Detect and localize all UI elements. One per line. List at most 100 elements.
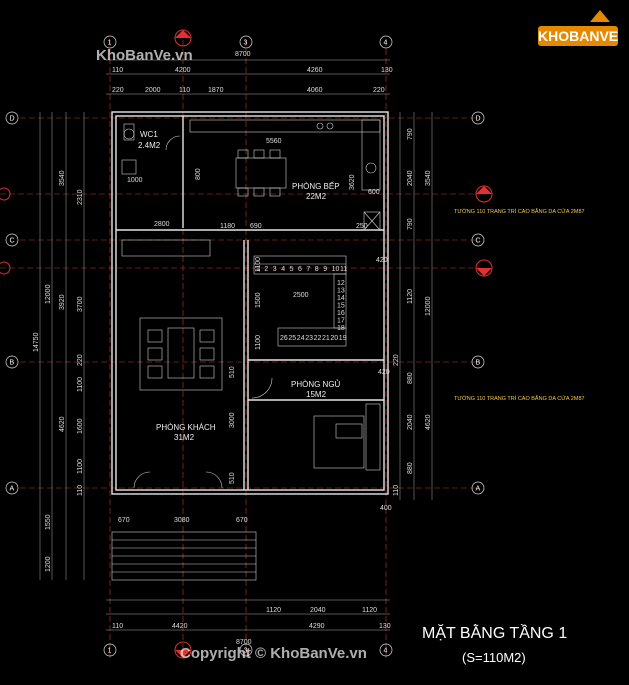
bedroom-bed — [313, 403, 381, 471]
section-marker-right-1 — [475, 185, 493, 203]
section-marker-top — [174, 29, 192, 47]
svg-text:1000: 1000 — [127, 177, 143, 184]
stair-step-6: 6 — [298, 266, 302, 273]
svg-text:2040: 2040 — [407, 170, 414, 186]
svg-text:1600: 1600 — [77, 418, 84, 434]
stair-step-19: 19 — [339, 335, 347, 342]
bedroom-door-swing — [251, 377, 273, 399]
svg-text:12000: 12000 — [45, 284, 52, 304]
svg-text:220: 220 — [393, 354, 400, 366]
svg-text:250: 250 — [356, 223, 368, 230]
axis-bubble-left-d: D — [5, 111, 19, 125]
stair-step-13: 13 — [337, 288, 345, 295]
svg-text:2040: 2040 — [407, 414, 414, 430]
stair-step-7: 7 — [306, 266, 310, 273]
porch-steps — [111, 531, 257, 581]
stair-step-17: 17 — [337, 318, 345, 325]
svg-text:3620: 3620 — [349, 174, 356, 190]
svg-text:14750: 14750 — [33, 332, 40, 352]
svg-text:420: 420 — [376, 257, 388, 264]
svg-text:4200: 4200 — [175, 67, 191, 74]
axis-bubble-right-c: C — [471, 233, 485, 247]
svg-text:670: 670 — [118, 517, 130, 524]
khobanve-logo: KHOBANVE — [538, 26, 619, 46]
svg-text:1: 1 — [108, 648, 112, 655]
wc-sink — [121, 159, 137, 175]
svg-text:220: 220 — [373, 87, 385, 94]
axis-bubble-top-4: 4 — [379, 35, 393, 49]
axis-bubble-right-b: B — [471, 355, 485, 369]
drawing-title: MẶT BẰNG TẦNG 1 — [422, 623, 567, 642]
svg-text:D: D — [476, 116, 481, 123]
svg-text:B: B — [476, 360, 481, 367]
svg-text:220: 220 — [112, 87, 124, 94]
svg-text:4290: 4290 — [309, 623, 325, 630]
stair-step-26: 26 — [280, 335, 288, 342]
stair-step-21: 21 — [322, 335, 330, 342]
svg-text:220: 220 — [77, 354, 84, 366]
svg-text:4: 4 — [384, 648, 388, 655]
svg-text:510: 510 — [229, 472, 236, 484]
dim-top-total: 8700 — [235, 51, 251, 58]
svg-text:12000: 12000 — [425, 296, 432, 316]
room-area-living: 31M2 — [174, 433, 195, 442]
svg-text:1500: 1500 — [255, 292, 262, 308]
kitchen-side-counter — [361, 119, 381, 191]
note-decor-wall-1: TƯỜNG 110 TRANG TRÍ CAO BẰNG DA CỬA 2M87 — [454, 207, 585, 215]
svg-text:790: 790 — [407, 128, 414, 140]
svg-text:880: 880 — [407, 462, 414, 474]
svg-text:2800: 2800 — [154, 221, 170, 228]
stair-step-20: 20 — [330, 335, 338, 342]
stair-step-24: 24 — [297, 335, 305, 342]
svg-text:4: 4 — [384, 40, 388, 47]
stair-step-23: 23 — [305, 335, 313, 342]
svg-text:1: 1 — [108, 40, 112, 47]
wc-door-swing — [165, 135, 181, 151]
svg-text:110: 110 — [112, 623, 123, 630]
svg-text:C: C — [476, 238, 481, 245]
section-marker-left-2 — [0, 261, 11, 275]
stair-step-18: 18 — [337, 325, 345, 332]
axis-bubble-left-c: C — [5, 233, 19, 247]
svg-text:5560: 5560 — [266, 138, 282, 145]
svg-text:880: 880 — [407, 372, 414, 384]
stair-step-25: 25 — [288, 335, 296, 342]
stair-step-22: 22 — [314, 335, 322, 342]
axis-bubble-top-1: 1 — [103, 35, 117, 49]
axis-bubble-right-d: D — [471, 111, 485, 125]
svg-text:110: 110 — [393, 485, 400, 496]
svg-text:4620: 4620 — [425, 414, 432, 430]
stair-step-4: 4 — [281, 266, 285, 273]
axis-bubble-bottom-3: 3 — [239, 643, 253, 657]
svg-text:670: 670 — [236, 517, 248, 524]
svg-text:4420: 4420 — [172, 623, 188, 630]
svg-text:420: 420 — [378, 369, 390, 376]
svg-text:2310: 2310 — [77, 189, 84, 205]
svg-text:130: 130 — [381, 67, 393, 74]
stair-step-2: 2 — [264, 266, 268, 273]
watermark-top: KhoBanVe.vn — [96, 47, 193, 64]
fridge — [363, 211, 381, 231]
svg-text:110: 110 — [179, 87, 190, 94]
svg-text:A: A — [476, 486, 481, 493]
axis-bubble-top-3: 3 — [239, 35, 253, 49]
watermark-bottom: Copyright © KhoBanVe.vn — [180, 645, 367, 662]
stair-step-1: 1 — [256, 266, 260, 273]
stair-step-8: 8 — [315, 266, 319, 273]
svg-text:C: C — [10, 238, 15, 245]
dim-bottom-total: 8700 — [236, 639, 252, 646]
svg-text:130: 130 — [379, 623, 391, 630]
room-label-bedroom: PHÒNG NGỦ — [291, 380, 341, 389]
svg-text:1100: 1100 — [255, 257, 262, 272]
section-marker-left-1 — [0, 187, 11, 201]
room-area-wc: 2.4M2 — [138, 141, 161, 150]
svg-text:1200: 1200 — [45, 556, 52, 572]
svg-text:D: D — [10, 116, 15, 123]
stair-step-10: 10 — [332, 266, 340, 273]
svg-text:110: 110 — [112, 67, 123, 74]
room-area-kitchen: 22M2 — [306, 192, 327, 201]
toilet — [123, 123, 135, 141]
svg-text:4620: 4620 — [59, 416, 66, 432]
svg-text:1550: 1550 — [45, 514, 52, 530]
